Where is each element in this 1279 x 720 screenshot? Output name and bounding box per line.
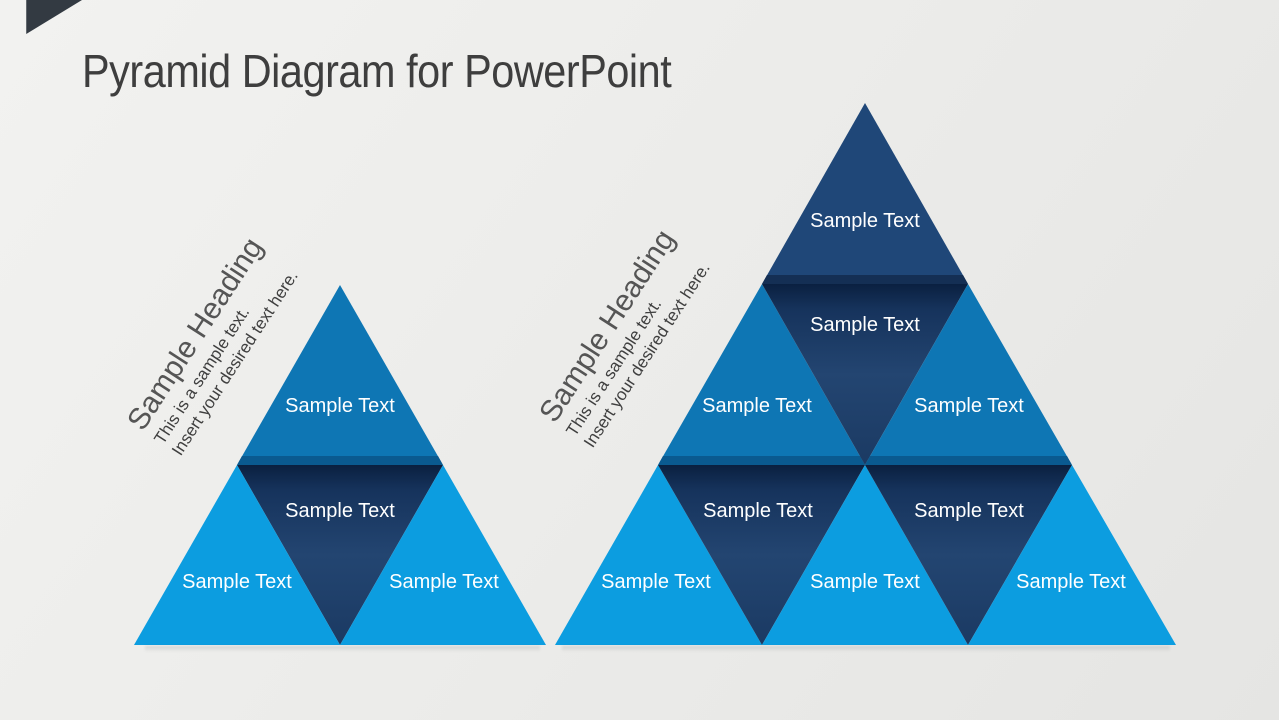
cell-label: Sample Text	[702, 395, 812, 417]
right-row2-right-fold-band	[865, 456, 1072, 465]
right-row3-inverted-left-triangle	[658, 465, 865, 645]
right-top-triangle-fold-band	[762, 275, 968, 284]
left-inverted-triangle	[237, 465, 443, 645]
cell-label: Sample Text	[703, 500, 813, 522]
cell-label: Sample Text	[285, 395, 395, 417]
left-bottom-left-triangle	[134, 465, 340, 645]
right-row2-left-fold-band	[658, 456, 865, 465]
right-row3-inverted-right-triangle	[865, 465, 1072, 645]
pyramid-right	[555, 103, 1176, 645]
pyramid-left	[134, 285, 546, 645]
slide-title: Pyramid Diagram for PowerPoint	[82, 45, 672, 97]
cell-label: Sample Text	[914, 395, 1024, 417]
left-bottom-right-triangle	[340, 465, 546, 645]
cell-label: Sample Text	[601, 571, 711, 593]
left-top-triangle-fold-band	[237, 456, 443, 465]
cell-label: Sample Text	[810, 314, 920, 336]
right-row3-right-triangle	[968, 465, 1176, 645]
left-top-triangle	[237, 285, 443, 465]
left-pyramid-base-shadow	[145, 646, 540, 652]
right-top-triangle	[762, 103, 968, 284]
cell-label: Sample Text	[1016, 571, 1126, 593]
right-row2-inverted-triangle	[762, 284, 968, 465]
right-row2-left-triangle	[658, 284, 865, 465]
cell-label: Sample Text	[810, 210, 920, 232]
cell-label: Sample Text	[285, 500, 395, 522]
right-row3-left-triangle	[555, 465, 762, 645]
cell-label: Sample Text	[389, 571, 499, 593]
cell-label: Sample Text	[182, 571, 292, 593]
cell-label: Sample Text	[810, 571, 920, 593]
cell-label: Sample Text	[914, 500, 1024, 522]
right-row2-right-triangle	[865, 284, 1072, 465]
right-row3-middle-triangle	[762, 465, 968, 645]
right-pyramid-base-shadow	[562, 646, 1170, 652]
